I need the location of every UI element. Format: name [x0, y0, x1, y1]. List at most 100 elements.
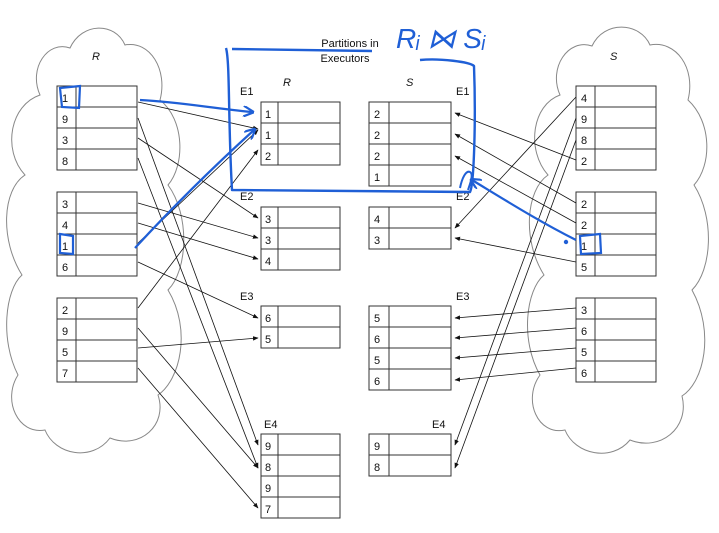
executor-3-r-key: 5	[265, 334, 271, 346]
right-partition-3-payload-cell	[594, 318, 657, 341]
executor-4-r-key: 9	[265, 483, 271, 495]
executor-2-left-label: E2	[240, 191, 253, 203]
shuffle-arrow	[137, 137, 259, 219]
executor-2-s-key: 3	[374, 235, 380, 247]
right-partition-2-key: 2	[581, 220, 587, 232]
executor-4-s-payload-cell	[388, 454, 452, 477]
shuffle-arrow	[137, 367, 259, 509]
shuffle-arrow	[137, 101, 259, 131]
shuffle-arrow	[454, 96, 577, 229]
left-partition-1-payload-cell	[75, 106, 138, 129]
left-partition-2-key: 3	[62, 199, 68, 211]
diagram-title-line-1: Partitions in	[321, 38, 378, 50]
left-partition-3-payload-cell	[75, 297, 138, 320]
left-partition-3-key: 7	[62, 368, 68, 380]
shuffle-arrow	[137, 222, 259, 260]
right-partition-3-key: 5	[581, 347, 587, 359]
executor-4-r-payload-cell	[277, 475, 341, 498]
right-partition-2-key: 5	[581, 262, 587, 274]
shuffle-arrow	[137, 157, 259, 469]
executor-1-s-payload-cell	[388, 143, 452, 166]
left-partition-2-payload-cell	[75, 254, 138, 277]
handwritten-mark	[459, 170, 473, 191]
executor-2-r-key: 3	[265, 235, 271, 247]
shuffle-arrow	[454, 155, 577, 224]
right-partition-2-payload-cell	[594, 233, 657, 256]
executor-1-r-payload-cell	[277, 143, 341, 166]
executor-1-s-key: 2	[374, 151, 380, 163]
executor-2-r-payload-cell	[277, 206, 341, 229]
right-data-cloud	[527, 26, 709, 454]
left-partition-2-payload-cell	[75, 212, 138, 235]
right-partition-3-key: 3	[581, 305, 587, 317]
executor-2-s-key: 4	[374, 214, 380, 226]
right-partition-2-payload-cell	[594, 212, 657, 235]
executor-4-s-key: 8	[374, 462, 380, 474]
executor-1-r-payload-cell	[277, 101, 341, 124]
s-column-header: S	[406, 77, 414, 89]
executor-4-right-label: E4	[432, 419, 445, 431]
left-partition-2-payload-cell	[75, 191, 138, 214]
handwritten-arrow-r-to-e1	[139, 98, 252, 112]
right-partition-1-key: 4	[581, 93, 587, 105]
right-partition-2-payload-cell	[594, 191, 657, 214]
executor-4-r-payload-cell	[277, 454, 341, 477]
handwritten-join-label: Rᵢ ⋈ Sᵢ	[396, 23, 486, 54]
left-partition-3-key: 5	[62, 347, 68, 359]
shuffle-arrow	[454, 307, 577, 320]
executor-3-s-key: 6	[374, 334, 380, 346]
left-partition-1-payload-cell	[75, 85, 138, 108]
executor-3-s-key: 6	[374, 376, 380, 388]
executor-1-left-label: E1	[240, 86, 253, 98]
executor-3-s-key: 5	[374, 355, 380, 367]
right-partition-2-payload-cell	[594, 254, 657, 277]
executor-3-r-payload-cell	[277, 305, 341, 328]
shuffle-arrow	[454, 117, 577, 446]
right-partition-2-key: 1	[581, 241, 587, 253]
executor-1-s-key: 2	[374, 130, 380, 142]
executor-4-s-payload-cell	[388, 433, 452, 456]
handwritten-highlight-r-key-1b	[58, 232, 75, 256]
left-partition-3-key: 9	[62, 326, 68, 338]
right-partition-3-payload-cell	[594, 339, 657, 362]
executor-4-r-key: 9	[265, 441, 271, 453]
shuffle-arrow	[137, 327, 259, 469]
executor-2-r-payload-cell	[277, 227, 341, 250]
left-partition-1-key: 3	[62, 135, 68, 147]
executor-4-r-payload-cell	[277, 496, 341, 519]
executor-3-s-payload-cell	[388, 305, 452, 328]
right-partition-1-key: 8	[581, 135, 587, 147]
executor-3-s-payload-cell	[388, 347, 452, 370]
handwritten-outline-top	[231, 47, 373, 53]
right-partition-1-key: 9	[581, 114, 587, 126]
shuffle-arrow	[454, 327, 577, 340]
left-partition-3-payload-cell	[75, 318, 138, 341]
handwritten-dot	[563, 239, 569, 245]
right-partition-1-payload-cell	[594, 85, 657, 108]
executor-1-right-label: E1	[456, 86, 469, 98]
left-data-cloud	[6, 27, 185, 454]
right-partition-2-key: 2	[581, 199, 587, 211]
left-partition-2-key: 1	[62, 241, 68, 253]
handwritten-arrow-r2-to-e1	[134, 130, 254, 249]
right-partition-1-payload-cell	[594, 106, 657, 129]
executor-1-r-key: 2	[265, 151, 271, 163]
shuffle-arrow	[454, 347, 577, 360]
right-partition-3-key: 6	[581, 368, 587, 380]
shuffle-arrow	[137, 261, 259, 319]
executor-1-r-key: 1	[265, 130, 271, 142]
executor-3-right-label: E3	[456, 291, 469, 303]
left-partition-1-key: 1	[62, 93, 68, 105]
executor-3-left-label: E3	[240, 291, 253, 303]
executor-4-r-key: 7	[265, 504, 271, 516]
executor-2-s-payload-cell	[388, 206, 452, 229]
right-partition-3-payload-cell	[594, 360, 657, 383]
left-partition-1-key: 8	[62, 156, 68, 168]
executor-4-s-key: 9	[374, 441, 380, 453]
left-partition-1-key: 9	[62, 114, 68, 126]
executor-2-r-payload-cell	[277, 248, 341, 271]
left-partition-2-payload-cell	[75, 233, 138, 256]
r-column-header: R	[283, 77, 291, 89]
shuffle-arrow	[137, 149, 259, 309]
left-partition-3-key: 2	[62, 305, 68, 317]
